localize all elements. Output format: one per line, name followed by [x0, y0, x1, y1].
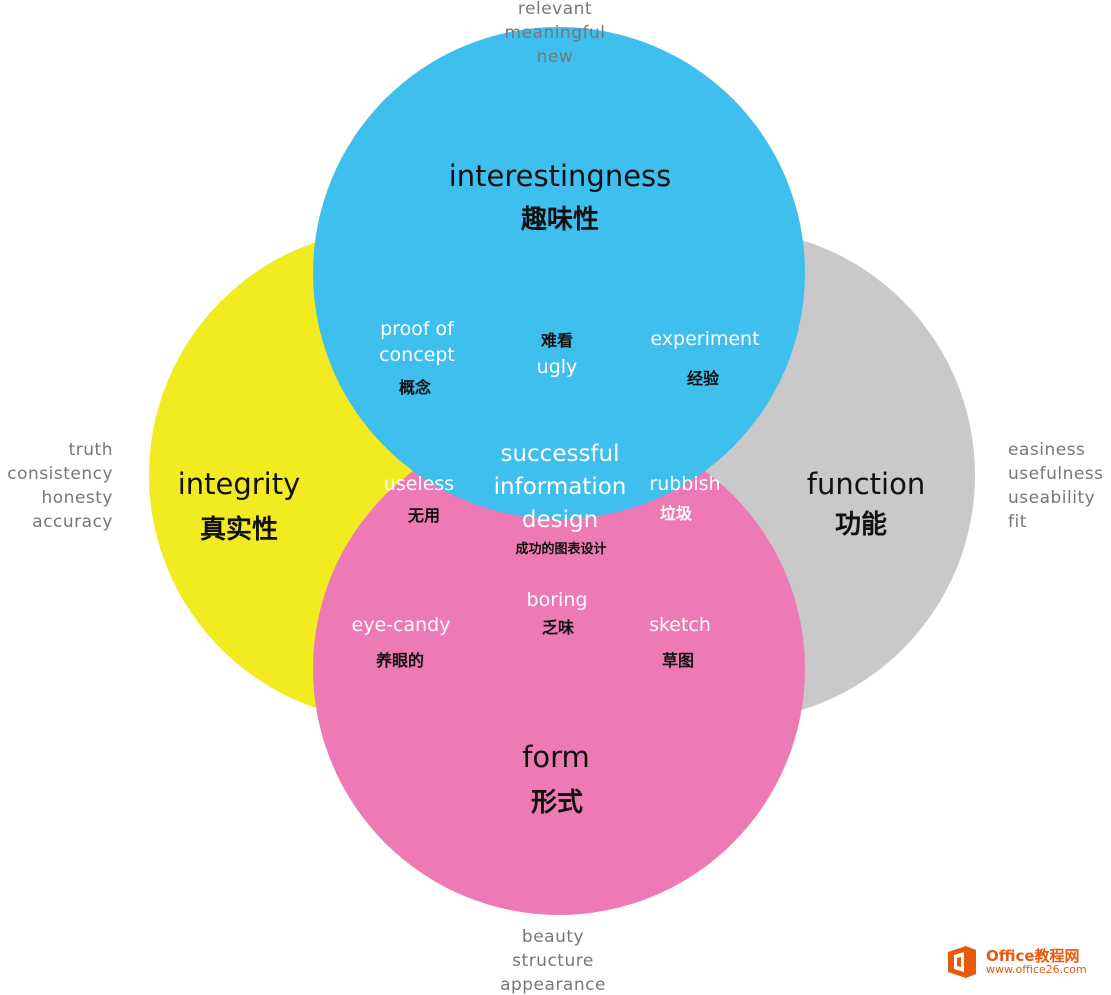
rubbish-label: rubbish: [649, 473, 720, 495]
interestingness-descriptor: relevant: [518, 0, 592, 19]
successful-design-label-zh: 成功的图表设计: [515, 541, 606, 557]
form-label-zh: 形式: [531, 788, 583, 818]
eye-candy-label-zh: 养眼的: [375, 651, 424, 670]
form-circle: [313, 423, 805, 915]
interestingness-label-zh: 趣味性: [520, 205, 599, 235]
ugly-label-zh: 难看: [540, 331, 573, 350]
eye-candy-label: eye-candy: [352, 614, 451, 636]
successful-design-label: information: [494, 474, 627, 500]
form-label: form: [522, 740, 590, 774]
office-logo-icon: [948, 946, 976, 978]
sketch-label-zh: 草图: [662, 651, 694, 670]
function-descriptor: useability: [1008, 488, 1095, 508]
interestingness-descriptor: new: [537, 47, 574, 67]
interestingness-descriptor: meaningful: [505, 23, 606, 43]
integrity-descriptor: honesty: [42, 488, 114, 508]
experiment-label-zh: 经验: [687, 369, 720, 388]
useless-label-zh: 无用: [407, 506, 440, 525]
proof-of-concept-label: proof of: [380, 318, 455, 340]
proof-of-concept-label-zh: 概念: [399, 378, 432, 397]
function-label: function: [807, 467, 925, 501]
function-descriptor: easiness: [1008, 440, 1085, 460]
interestingness-label: interestingness: [449, 159, 672, 193]
function-label-zh: 功能: [835, 509, 887, 540]
proof-of-concept-label: concept: [379, 344, 455, 366]
watermark: Office教程网 www.office26.com: [944, 938, 1110, 986]
experiment-label: experiment: [650, 328, 759, 350]
form-descriptor: beauty: [522, 927, 584, 947]
interestingness-circle: [313, 27, 805, 519]
watermark-url: www.office26.com: [986, 963, 1087, 977]
useless-label: useless: [384, 473, 454, 495]
watermark-brand: Office教程网: [986, 946, 1080, 965]
integrity-descriptor: truth: [69, 440, 113, 460]
form-descriptor: appearance: [500, 975, 606, 995]
boring-label-zh: 乏味: [542, 618, 574, 637]
rubbish-label-zh: 垃圾: [660, 504, 693, 523]
integrity-descriptor: consistency: [7, 464, 113, 484]
integrity-label-zh: 真实性: [200, 514, 278, 545]
function-descriptor: fit: [1008, 512, 1027, 532]
integrity-label: integrity: [178, 467, 301, 501]
boring-label: boring: [527, 589, 588, 611]
ugly-label: ugly: [537, 356, 578, 378]
function-descriptor: usefulness: [1008, 464, 1104, 484]
successful-design-label: successful: [500, 441, 619, 467]
form-descriptor: structure: [512, 951, 594, 971]
integrity-descriptor: accuracy: [32, 512, 113, 532]
successful-design-label: design: [522, 507, 598, 533]
sketch-label: sketch: [649, 614, 711, 636]
